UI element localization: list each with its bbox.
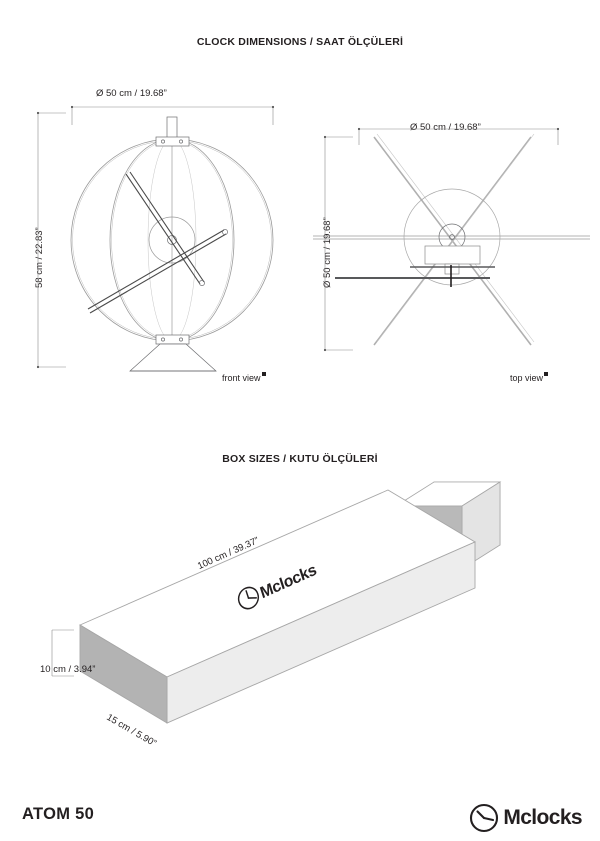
top-view-center-circle: [403, 188, 501, 286]
clock-base-stand: [129, 343, 217, 372]
top-view-spokes-thin: [376, 133, 535, 343]
front-view-label: front view: [222, 372, 266, 383]
top-view-mechanism-housing: [424, 245, 481, 275]
bottom-mount-bracket: [155, 334, 190, 345]
mclocks-mark: [237, 586, 260, 610]
label-marker-square: [544, 372, 549, 376]
top-view-horizontal-ring: [313, 235, 590, 240]
product-name: ATOM 50: [22, 805, 95, 823]
top-view-spokes: [373, 136, 532, 346]
box-end-face: [79, 624, 168, 724]
top-mount-bracket: [155, 116, 190, 147]
box-drawing: Mclocks: [51, 481, 502, 724]
top-view-label: top view: [510, 372, 549, 383]
width-dimension-line: [70, 105, 275, 125]
clock-hands: [87, 171, 228, 314]
label-marker-square: [261, 372, 266, 376]
clock-dimensions-title: CLOCK DIMENSIONS / SAAT ÖLÇÜLERİ: [196, 36, 404, 48]
top-view-label-text: top view: [510, 373, 544, 383]
brand-logo: Mclocks: [469, 803, 583, 833]
top-view-hands: [335, 265, 495, 287]
box-body: [79, 489, 476, 724]
top-view-drawing: [313, 127, 590, 352]
front-view-width-dimension: Ø 50 cm / 19.68”: [96, 88, 167, 99]
box-sizes-title: BOX SIZES / KUTU ÖLÇÜLERİ: [222, 453, 378, 465]
clock-hub: [148, 216, 196, 264]
box-dimension-lines: [51, 629, 74, 677]
top-view-width-dimension: Ø 50 cm / 19.68”: [410, 122, 481, 133]
top-width-dimension-line: [357, 127, 560, 145]
top-depth-dimension-line: [323, 135, 353, 352]
front-view-drawing: [36, 105, 275, 372]
brand-wordmark: Mclocks: [503, 806, 582, 829]
front-view-label-text: front view: [222, 373, 261, 383]
mclocks-mark-icon: [470, 803, 499, 833]
height-dimension-line: [36, 111, 66, 369]
box-height-dimension: 10 cm / 3.94”: [40, 664, 96, 675]
